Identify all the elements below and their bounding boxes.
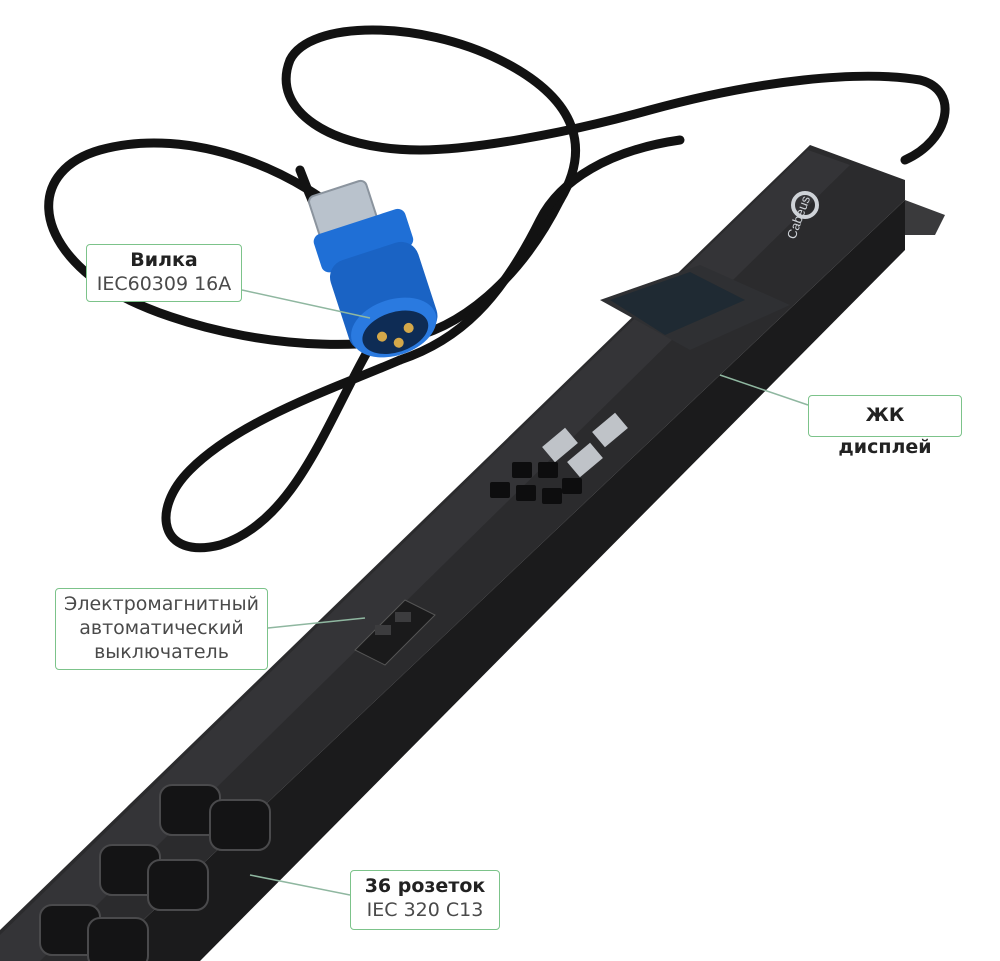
circuit-breaker [354,599,436,666]
callout-leaders [241,289,809,896]
breaker-callout: Электромагнитный автоматический выключат… [55,588,268,670]
breaker-callout-line-2: автоматический [79,617,244,639]
outlets-callout-title: 36 розеток [364,875,486,897]
lcd-module [490,265,790,504]
iec60309-plug [308,179,438,358]
plug-callout-subtitle: IEC60309 16A [96,273,232,295]
breaker-callout-line-3: выключатель [94,641,229,663]
lcd-screen [610,272,745,335]
pdu-body [0,145,945,961]
plug-callout: Вилка IEC60309 16A [86,244,242,302]
outlets-callout-subtitle: IEC 320 C13 [366,899,484,921]
lcd-callout: ЖК дисплей [808,395,962,458]
cabeus-logo-icon [791,191,819,219]
lcd-callout-title: ЖК дисплей [838,404,932,458]
plug-callout-title: Вилка [130,249,198,271]
breaker-callout-line-1: Электромагнитный [64,593,259,615]
outlet-sockets [39,784,271,961]
outlets-callout: 36 розеток IEC 320 C13 [350,870,500,930]
